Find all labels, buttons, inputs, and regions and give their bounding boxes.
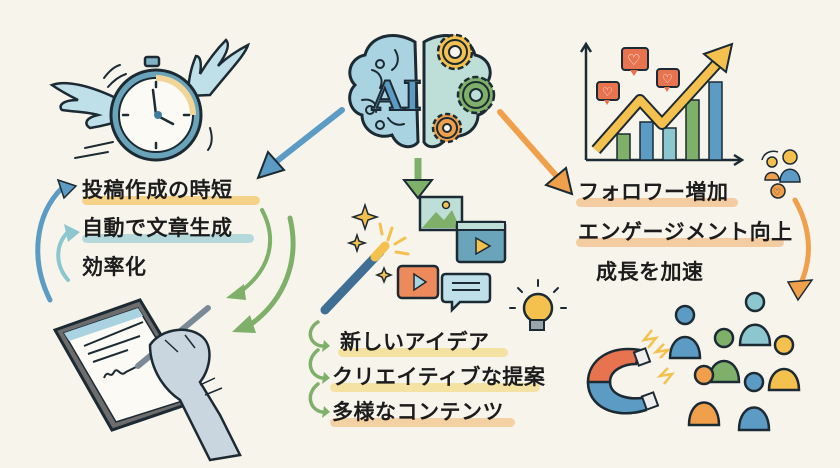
video-icon xyxy=(455,220,507,264)
image-icon xyxy=(418,195,464,232)
community-icon: ♡ xyxy=(761,149,801,199)
gear-icon-green xyxy=(456,75,496,115)
middle-item-diverse-content: 多様なコンテンツ xyxy=(332,400,504,424)
gear-icon-yellow xyxy=(436,33,474,71)
highlight-mid-1 xyxy=(330,383,540,392)
growth-chart-icon xyxy=(579,41,745,167)
arrow-to-right xyxy=(497,109,574,196)
magnet-people-icon xyxy=(586,291,801,432)
left-item-time-saving: 投稿作成の時短 xyxy=(82,178,233,202)
svg-text:♡: ♡ xyxy=(602,85,613,99)
play-video-icon xyxy=(396,264,440,300)
svg-text:♡: ♡ xyxy=(662,72,673,86)
cycle-arrows-left xyxy=(35,178,296,333)
highlight-mid-0 xyxy=(338,348,508,357)
gear-icon-orange xyxy=(431,112,463,144)
middle-item-creative-proposals: クリエイティブな提案 xyxy=(332,365,546,389)
highlight-left-0 xyxy=(82,196,260,205)
svg-text:♡: ♡ xyxy=(627,51,640,69)
left-item-efficiency: 効率化 xyxy=(82,255,147,279)
magic-wand-icon xyxy=(320,202,410,315)
arrow-to-left xyxy=(256,107,345,180)
ai-title: AI xyxy=(371,73,422,120)
lightbulb-icon xyxy=(509,279,567,331)
heart-notification-icon: ♡ ♡ ♡ xyxy=(596,47,680,105)
highlight-right-1 xyxy=(576,238,784,247)
arrow-right-down xyxy=(786,197,814,302)
brain-gear-icon xyxy=(348,33,496,149)
robot-hand-tablet-icon xyxy=(52,298,242,462)
left-item-auto-text: 自動で文章生成 xyxy=(82,216,233,240)
chat-bubble-icon xyxy=(440,272,492,314)
highlight-right-0 xyxy=(576,198,738,207)
arrow-to-middle xyxy=(401,158,435,200)
svg-text:♡: ♡ xyxy=(773,188,781,198)
middle-item-new-ideas: 新しいアイデア xyxy=(340,330,490,354)
winged-stopwatch-icon xyxy=(49,38,251,162)
right-item-accelerate-growth: 成長を加速 xyxy=(596,260,704,284)
bracket-arrows-middle xyxy=(308,320,330,418)
highlight-mid-2 xyxy=(330,418,515,427)
highlight-left-1 xyxy=(82,234,254,243)
right-item-follower-growth: フォロワー増加 xyxy=(578,180,729,204)
right-item-engagement: エンゲージメント向上 xyxy=(578,220,793,244)
